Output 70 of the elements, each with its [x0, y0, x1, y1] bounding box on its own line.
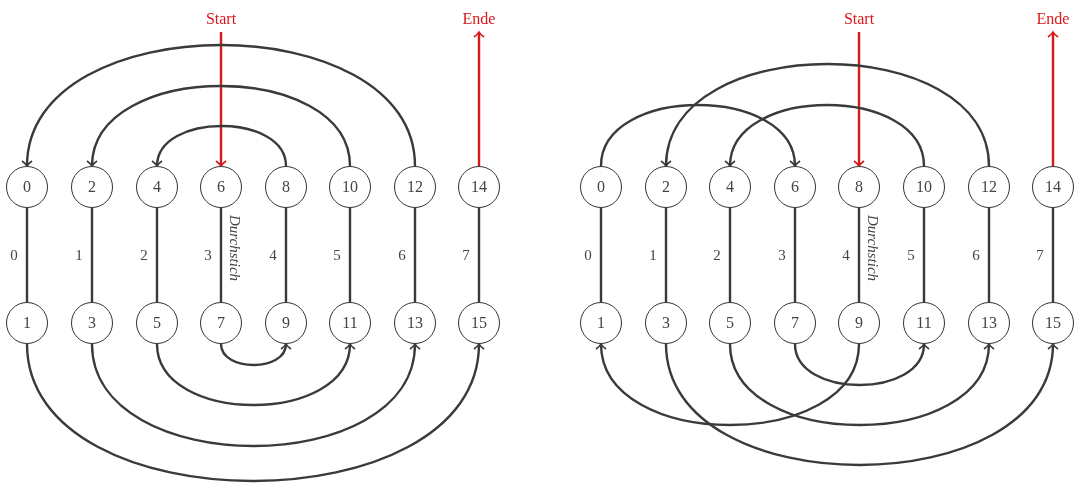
connector-line: [1051, 208, 1055, 302]
node-circle: 4: [136, 166, 178, 208]
node-circle: 5: [709, 302, 751, 344]
node-circle: 12: [394, 166, 436, 208]
edge-label: 5: [333, 247, 341, 263]
node-circle: 8: [838, 166, 880, 208]
terminal-label: Start: [843, 10, 875, 28]
node-circle: 15: [1032, 302, 1074, 344]
connector-line: [987, 208, 991, 302]
terminal-label: Ende: [462, 10, 496, 28]
connector-line: [477, 208, 481, 302]
node-circle: 9: [838, 302, 880, 344]
edge-label: 7: [1036, 247, 1044, 263]
edge-label: 0: [10, 247, 18, 263]
connector-line: [793, 208, 797, 302]
node-circle: 6: [200, 166, 242, 208]
node-circle: 11: [903, 302, 945, 344]
node-circle: 1: [6, 302, 48, 344]
edge-label: 4: [842, 247, 850, 263]
connector-line: [664, 208, 668, 302]
edge-label: 2: [140, 247, 148, 263]
node-circle: 3: [645, 302, 687, 344]
edge-label: 1: [75, 247, 83, 263]
edge-label: 6: [972, 247, 980, 263]
node-circle: 2: [645, 166, 687, 208]
connector-line: [219, 208, 223, 302]
connector-line: [413, 208, 417, 302]
node-circle: 0: [580, 166, 622, 208]
edge-label: 5: [907, 247, 915, 263]
node-circle: 7: [200, 302, 242, 344]
connector-line: [155, 208, 159, 302]
connector-line: [90, 208, 94, 302]
node-circle: 5: [136, 302, 178, 344]
node-circle: 8: [265, 166, 307, 208]
node-circle: 13: [394, 302, 436, 344]
node-circle: 0: [6, 166, 48, 208]
connector-line: [348, 208, 352, 302]
node-circle: 7: [774, 302, 816, 344]
edge-label: 3: [204, 247, 212, 263]
node-circle: 10: [903, 166, 945, 208]
terminal-label: Ende: [1036, 10, 1070, 28]
connector-line: [25, 208, 29, 302]
connector-line: [728, 208, 732, 302]
connector-line: [857, 208, 861, 302]
node-circle: 3: [71, 302, 113, 344]
edge-label: 6: [398, 247, 406, 263]
node-circle: 14: [1032, 166, 1074, 208]
edge-label: 3: [778, 247, 786, 263]
edge-label: 7: [462, 247, 470, 263]
node-circle: 1: [580, 302, 622, 344]
node-circle: 15: [458, 302, 500, 344]
edge-label: 4: [269, 247, 277, 263]
connector-line: [599, 208, 603, 302]
annotation-text: Durchstich: [865, 215, 881, 282]
connector-line: [284, 208, 288, 302]
node-circle: 11: [329, 302, 371, 344]
node-circle: 12: [968, 166, 1010, 208]
annotation-text: Durchstich: [227, 215, 243, 282]
node-circle: 6: [774, 166, 816, 208]
node-circle: 9: [265, 302, 307, 344]
node-circle: 10: [329, 166, 371, 208]
edge-label: 1: [649, 247, 657, 263]
node-circle: 13: [968, 302, 1010, 344]
node-circle: 14: [458, 166, 500, 208]
connector-line: [922, 208, 926, 302]
edge-label: 0: [584, 247, 592, 263]
edge-label: 2: [713, 247, 721, 263]
node-circle: 4: [709, 166, 751, 208]
terminal-label: Start: [205, 10, 237, 28]
node-circle: 2: [71, 166, 113, 208]
